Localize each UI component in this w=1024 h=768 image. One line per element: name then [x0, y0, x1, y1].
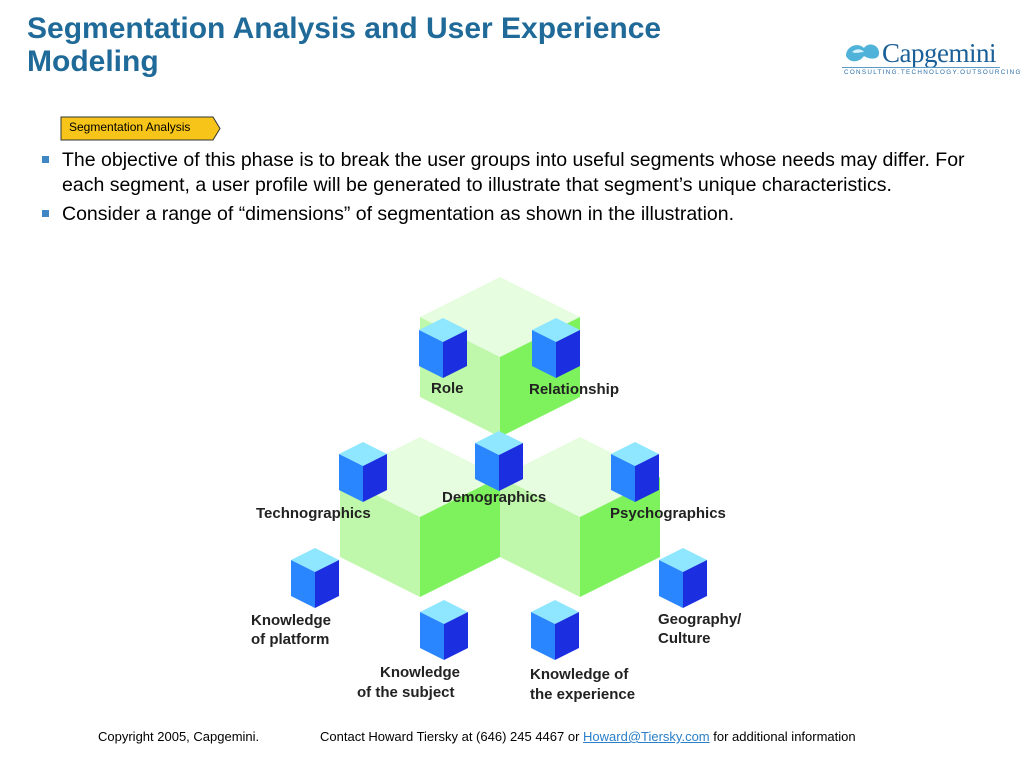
- bullet-text: Consider a range of “dimensions” of segm…: [62, 203, 735, 225]
- blue-cube-technographics-left-face: [339, 454, 363, 502]
- label-geography-line2: Culture: [658, 630, 711, 647]
- phase-tag-arrow-shape: [60, 116, 221, 141]
- label-knowledge-subject-line2: of the subject: [357, 684, 455, 701]
- green-cube-right: [500, 437, 660, 597]
- blue-cube-demographics-left-face: [475, 443, 499, 491]
- logo-tagline: CONSULTING.TECHNOLOGY.OUTSOURCING: [844, 69, 1022, 76]
- blue-cube-geography-right-face: [683, 560, 707, 608]
- bullet-text: The objective of this phase is to break …: [62, 149, 965, 196]
- green-cube-top-right-face: [500, 317, 580, 437]
- logo-wordmark: Capgemini: [882, 38, 996, 68]
- title-line-1: Segmentation Analysis and User Experienc…: [27, 12, 662, 45]
- blue-cube-knowledge-experience-left-face: [531, 612, 555, 660]
- blue-cube-psychographics-left-face: [611, 454, 635, 502]
- blue-cube-demographics-top-face: [475, 431, 523, 455]
- blue-cube-role-top-face: [419, 318, 467, 342]
- label-knowledge-platform-line2: of platform: [251, 631, 329, 648]
- blue-cube-relationship: [532, 318, 580, 378]
- label-demographics: Demographics: [442, 489, 546, 506]
- blue-cube-psychographics-right-face: [635, 454, 659, 502]
- logo-rule: [842, 67, 1000, 68]
- label-knowledge-experience-line2: the experience: [530, 686, 635, 703]
- blue-cube-knowledge-platform-top-face: [291, 548, 339, 572]
- blue-cube-knowledge-experience: [531, 600, 579, 660]
- blue-cube-demographics-right-face: [499, 443, 523, 491]
- label-role: Role: [431, 380, 464, 397]
- label-geography-line1: Geography/: [658, 611, 742, 628]
- label-knowledge-subject-line1: Knowledge: [380, 664, 460, 681]
- blue-cube-geography-left-face: [659, 560, 683, 608]
- label-knowledge-experience-line1: Knowledge of: [530, 666, 629, 683]
- blue-cube-knowledge-subject: [420, 600, 468, 660]
- title-line-2: Modeling: [27, 45, 159, 78]
- blue-cube-knowledge-platform-right-face: [315, 560, 339, 608]
- blue-cube-geography: [659, 548, 707, 608]
- blue-cube-knowledge-platform-left-face: [291, 560, 315, 608]
- bullet-square-icon: [42, 210, 49, 217]
- blue-cube-psychographics: [611, 442, 659, 502]
- footer-contact-prefix: Contact Howard Tiersky at (646) 245 4467…: [320, 729, 584, 744]
- phase-tag-label: Segmentation Analysis: [69, 120, 191, 134]
- green-cube-right-left-face: [500, 477, 580, 597]
- label-knowledge-platform-line1: Knowledge: [251, 612, 331, 629]
- bullet-item: Consider a range of “dimensions” of segm…: [40, 202, 980, 227]
- blue-cube-technographics: [339, 442, 387, 502]
- blue-cube-geography-top-face: [659, 548, 707, 572]
- small-blue-cubes: [291, 318, 707, 660]
- green-cube-left-right-face: [420, 477, 500, 597]
- blue-cube-role: [419, 318, 467, 378]
- blue-cube-psychographics-top-face: [611, 442, 659, 466]
- blue-cube-relationship-right-face: [556, 330, 580, 378]
- blue-cube-knowledge-subject-left-face: [420, 612, 444, 660]
- blue-cube-role-left-face: [419, 330, 443, 378]
- blue-cube-knowledge-subject-right-face: [444, 612, 468, 660]
- blue-cube-relationship-left-face: [532, 330, 556, 378]
- green-cube-left: [340, 437, 500, 597]
- green-cube-left-top-face: [340, 437, 500, 517]
- capgemini-logo: Capgemini CONSULTING.TECHNOLOGY.OUTSOURC…: [842, 36, 1020, 80]
- page-title: Segmentation Analysis and User Experienc…: [27, 12, 807, 78]
- blue-cube-knowledge-subject-top-face: [420, 600, 468, 624]
- label-technographics: Technographics: [256, 505, 371, 522]
- blue-cube-knowledge-experience-top-face: [531, 600, 579, 624]
- green-cube-top: [420, 277, 580, 437]
- bullet-list: The objective of this phase is to break …: [40, 148, 980, 231]
- contact-email-link[interactable]: Howard@Tiersky.com: [583, 729, 710, 744]
- label-psychographics: Psychographics: [610, 505, 726, 522]
- phase-tag: Segmentation Analysis: [60, 116, 221, 141]
- green-cube-right-top-face: [500, 437, 660, 517]
- green-cube-top-top-face: [420, 277, 580, 357]
- footer-contact: Contact Howard Tiersky at (646) 245 4467…: [320, 729, 856, 744]
- bullet-item: The objective of this phase is to break …: [40, 148, 980, 198]
- footer-contact-suffix: for additional information: [709, 729, 856, 744]
- bullet-square-icon: [42, 156, 49, 163]
- blue-cube-knowledge-experience-right-face: [555, 612, 579, 660]
- spade-logo-icon: [846, 44, 880, 62]
- footer-copyright: Copyright 2005, Capgemini.: [98, 729, 260, 744]
- blue-cube-relationship-top-face: [532, 318, 580, 342]
- green-cube-top-left-face: [420, 317, 500, 437]
- blue-cube-technographics-right-face: [363, 454, 387, 502]
- large-green-cubes: [340, 277, 660, 597]
- blue-cube-technographics-top-face: [339, 442, 387, 466]
- blue-cube-role-right-face: [443, 330, 467, 378]
- blue-cube-knowledge-platform: [291, 548, 339, 608]
- blue-cube-demographics: [475, 431, 523, 491]
- label-relationship: Relationship: [529, 381, 619, 398]
- green-cube-left-left-face: [340, 477, 420, 597]
- green-cube-right-right-face: [580, 477, 660, 597]
